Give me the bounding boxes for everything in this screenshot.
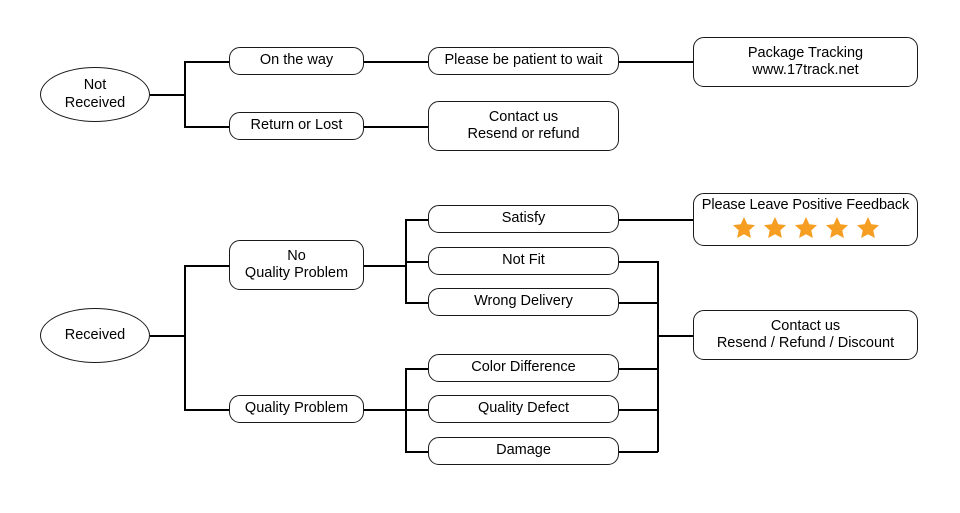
node-satisfy[interactable]: Satisfy [428, 205, 619, 233]
node-received-label: Received [64, 326, 126, 343]
connector-nqp-stem [364, 265, 406, 267]
connector-qp-to-damage [405, 451, 428, 453]
node-quality-problem[interactable]: Quality Problem [229, 395, 364, 423]
node-received[interactable]: Received [40, 308, 150, 363]
node-no-quality-problem-line2: Quality Problem [244, 265, 349, 281]
node-return-or-lost[interactable]: Return or Lost [229, 112, 364, 140]
star-icon[interactable] [825, 216, 849, 244]
node-not-received[interactable]: Not Received [40, 67, 150, 122]
star-icon[interactable] [794, 216, 818, 244]
connector-nqp-to-wrong-delivery [405, 302, 428, 304]
node-contact-resend-refund-discount[interactable]: Contact us Resend / Refund / Discount [693, 310, 918, 360]
node-not-received-line2: Received [64, 94, 126, 111]
feedback-title: Please Leave Positive Feedback [701, 197, 910, 213]
star-icon[interactable] [732, 216, 756, 244]
node-quality-problem-label: Quality Problem [244, 400, 349, 417]
node-contact-resend-refund[interactable]: Contact us Resend or refund [428, 101, 619, 151]
node-color-difference[interactable]: Color Difference [428, 354, 619, 382]
star-icon[interactable] [856, 216, 880, 244]
connector-to-no-quality-problem [184, 265, 229, 267]
connector-received-split [184, 265, 186, 410]
node-damage[interactable]: Damage [428, 437, 619, 465]
connector-qp-stem [364, 409, 406, 411]
connector-bus-to-contact [657, 335, 693, 337]
connector-satisfy-to-feedback [619, 219, 693, 221]
connector-not-fit-to-bus [619, 261, 658, 263]
node-contact-discount-line1: Contact us [770, 317, 841, 334]
node-not-fit[interactable]: Not Fit [428, 247, 619, 275]
star-rating[interactable] [732, 216, 880, 244]
star-icon[interactable] [763, 216, 787, 244]
node-package-tracking[interactable]: Package Tracking www.17track.net [693, 37, 918, 87]
node-quality-defect-label: Quality Defect [477, 400, 570, 417]
connector-color-difference-to-bus [619, 368, 658, 370]
node-package-tracking-line1: Package Tracking [747, 44, 864, 61]
node-satisfy-label: Satisfy [501, 210, 546, 227]
node-positive-feedback[interactable]: Please Leave Positive Feedback [693, 193, 918, 246]
node-contact-resend-refund-line1: Contact us [488, 108, 559, 125]
connector-qp-to-color-difference [405, 368, 428, 370]
connector-to-quality-problem [184, 409, 229, 411]
node-package-tracking-line2: www.17track.net [752, 62, 859, 78]
connector-wait-to-tracking [619, 61, 693, 63]
node-contact-resend-refund-line2: Resend or refund [467, 126, 580, 142]
node-on-the-way[interactable]: On the way [229, 47, 364, 75]
node-please-be-patient[interactable]: Please be patient to wait [428, 47, 619, 75]
node-not-fit-label: Not Fit [502, 252, 545, 269]
connector-merge-bus [657, 261, 659, 452]
connector-nqp-to-not-fit [405, 261, 428, 263]
node-return-or-lost-label: Return or Lost [250, 117, 343, 134]
connector-to-on-the-way [184, 61, 229, 63]
connector-to-return-or-lost [184, 126, 229, 128]
connector-not-received-stem [150, 94, 185, 96]
node-no-quality-problem-line1: No [287, 247, 306, 264]
connector-on-the-way-to-wait [364, 61, 428, 63]
connector-quality-defect-to-bus [619, 409, 658, 411]
node-wrong-delivery[interactable]: Wrong Delivery [428, 288, 619, 316]
connector-damage-to-bus [619, 451, 658, 453]
node-wrong-delivery-label: Wrong Delivery [474, 293, 573, 310]
node-color-difference-label: Color Difference [471, 359, 576, 376]
connector-nqp-to-satisfy [405, 219, 428, 221]
connector-wrong-delivery-to-bus [619, 302, 658, 304]
node-contact-discount-line2: Resend / Refund / Discount [716, 335, 895, 351]
connector-qp-to-quality-defect [405, 409, 428, 411]
node-no-quality-problem[interactable]: No Quality Problem [229, 240, 364, 290]
node-on-the-way-label: On the way [259, 52, 334, 69]
connector-received-stem [150, 335, 185, 337]
node-quality-defect[interactable]: Quality Defect [428, 395, 619, 423]
node-please-be-patient-label: Please be patient to wait [444, 52, 603, 69]
connector-not-received-split [184, 61, 186, 127]
node-damage-label: Damage [496, 442, 551, 459]
connector-return-to-contact [364, 126, 428, 128]
node-not-received-line1: Not [83, 77, 107, 94]
